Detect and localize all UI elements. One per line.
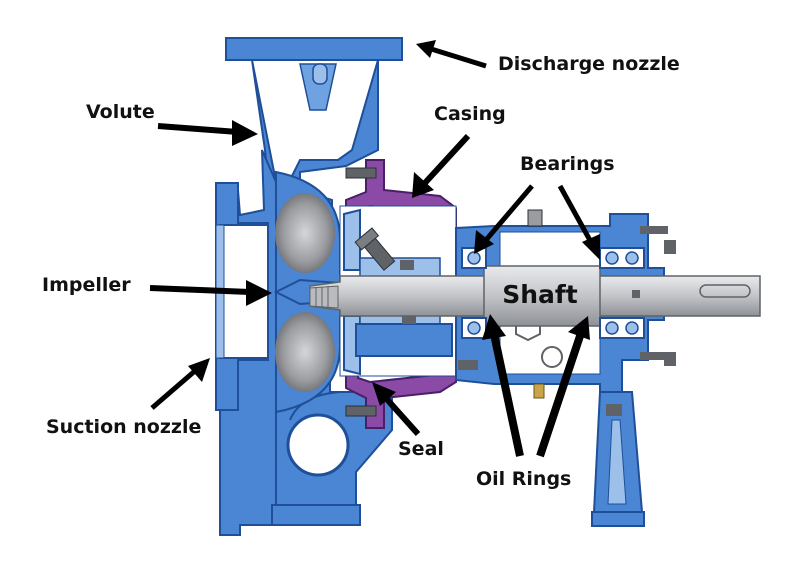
arrow-impeller [149,280,272,306]
bearing-inboard [461,247,487,339]
label-volute: Volute [86,101,155,123]
arrow-casing [412,133,471,198]
arrow-volute [157,120,258,146]
arrow-bearings-outboard [557,184,600,260]
pointer-arrows [149,40,600,458]
label-seal: Seal [398,438,444,460]
arrow-seal [372,382,421,437]
arrow-suction-nozzle [150,358,210,410]
bearing-outboard [599,247,645,339]
arrow-oil-rings-inboard [482,314,524,457]
label-oil-rings: Oil Rings [476,468,571,490]
arrow-discharge-nozzle [416,40,487,69]
arrow-bearings-inboard [474,184,534,254]
label-impeller: Impeller [42,274,131,296]
label-suction-nozzle: Suction nozzle [46,416,201,438]
shaft-label: Shaft [502,280,578,309]
arrow-oil-rings-outboard [536,316,590,458]
label-discharge-nozzle: Discharge nozzle [498,53,680,75]
label-bearings: Bearings [520,153,615,175]
shaft: Shaft [309,265,761,327]
label-casing: Casing [434,103,506,125]
